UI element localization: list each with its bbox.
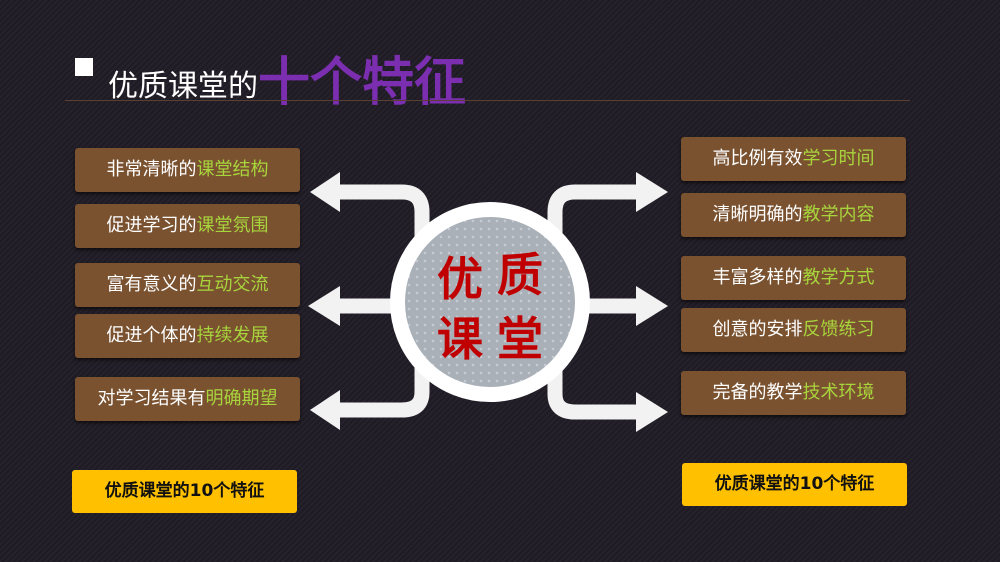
arrowhead-icon	[310, 172, 340, 212]
arrowhead-icon	[308, 286, 340, 326]
feature-text: 富有意义的	[106, 274, 197, 295]
center-char: 优	[437, 252, 483, 306]
feature-text: 清晰明确的	[712, 204, 803, 225]
feature-highlight: 教学方式	[802, 267, 875, 288]
feature-highlight: 技术环境	[802, 382, 875, 403]
arrowhead-icon	[636, 172, 668, 212]
feature-text: 创意的安排	[712, 319, 803, 340]
page-title: 优质课堂的十个特征	[108, 40, 466, 115]
feature-text: 促进个体的	[106, 325, 197, 346]
feature-highlight: 反馈练习	[802, 319, 875, 340]
center-circle: 优 质 课 堂	[390, 202, 590, 402]
feature-box-left: 对学习结果有明确期望	[75, 377, 300, 421]
arrow-left-bottom	[335, 355, 430, 418]
feature-highlight: 课堂结构	[196, 159, 269, 180]
feature-text: 高比例有效	[712, 148, 803, 169]
title-bullet-icon	[75, 58, 93, 76]
feature-text: 对学习结果有	[97, 388, 206, 409]
center-char: 堂	[497, 312, 543, 366]
arrow-left-top	[335, 184, 430, 250]
title-emphasis: 十个特征	[258, 53, 467, 113]
feature-highlight: 明确期望	[205, 388, 278, 409]
feature-box-right: 丰富多样的教学方式	[681, 256, 906, 300]
feature-box-right: 高比例有效学习时间	[681, 137, 906, 181]
arrowhead-icon	[310, 390, 340, 430]
title-divider	[65, 100, 910, 101]
feature-highlight: 互动交流	[196, 274, 269, 295]
feature-text: 完备的教学	[712, 382, 803, 403]
feature-highlight: 学习时间	[802, 148, 875, 169]
feature-highlight: 持续发展	[196, 325, 269, 346]
arrowhead-icon	[636, 286, 668, 326]
center-char: 质	[497, 248, 543, 302]
feature-box-right: 创意的安排反馈练习	[681, 308, 906, 352]
feature-box-right: 清晰明确的教学内容	[681, 193, 906, 237]
feature-box-right: 完备的教学技术环境	[681, 371, 906, 415]
left-label-button[interactable]: 优质课堂的10个特征	[72, 470, 297, 513]
arrowhead-icon	[636, 392, 668, 432]
right-label-button[interactable]: 优质课堂的10个特征	[682, 463, 907, 506]
feature-box-left: 富有意义的互动交流	[75, 263, 300, 307]
center-char: 课	[437, 312, 483, 366]
feature-text: 促进学习的	[106, 215, 197, 236]
feature-text: 非常清晰的	[106, 159, 197, 180]
arrow-right-bottom	[547, 355, 640, 420]
feature-text: 丰富多样的	[712, 267, 803, 288]
feature-box-left: 非常清晰的课堂结构	[75, 148, 300, 192]
feature-box-left: 促进学习的课堂氛围	[75, 204, 300, 248]
feature-box-left: 促进个体的持续发展	[75, 314, 300, 358]
title-prefix: 优质课堂的	[108, 69, 258, 104]
feature-highlight: 课堂氛围	[196, 215, 269, 236]
arrow-right-top	[547, 184, 640, 250]
feature-highlight: 教学内容	[802, 204, 875, 225]
